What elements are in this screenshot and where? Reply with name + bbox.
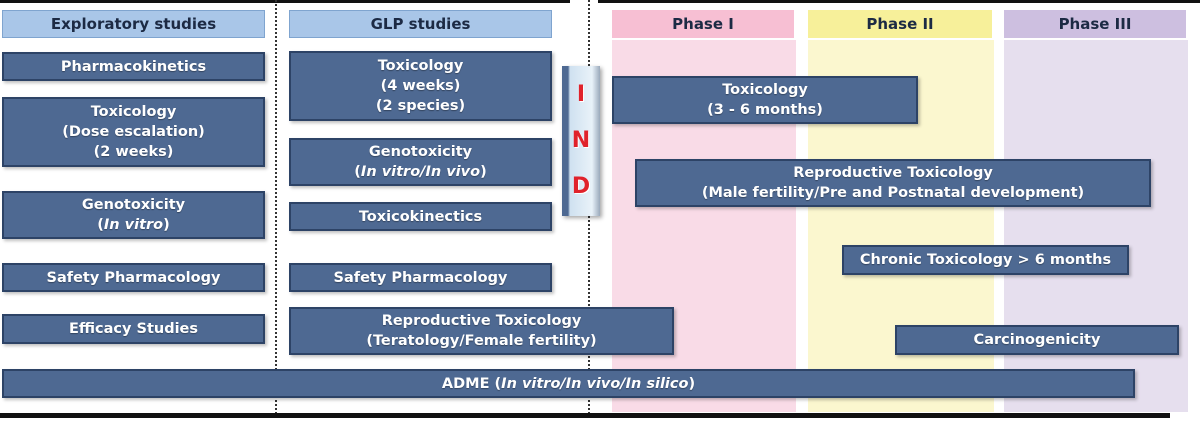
clinical-chronic-toxicology: Chronic Toxicology > 6 months xyxy=(842,245,1129,275)
box-label: (Male fertility/Pre and Postnatal develo… xyxy=(701,185,1085,201)
box-label: (2 species) xyxy=(375,98,466,114)
ind-letter: I xyxy=(576,82,586,107)
box-label: Reproductive Toxicology xyxy=(381,313,582,329)
ind-letter: N xyxy=(571,128,591,153)
box-label: (In vitro/In vivo) xyxy=(354,164,487,180)
exp-toxicology: Toxicology (Dose escalation) (2 weeks) xyxy=(2,97,265,167)
box-label: Reproductive Toxicology xyxy=(793,165,993,181)
glp-genotoxicity: Genotoxicity (In vitro/In vivo) xyxy=(289,138,552,186)
column-divider xyxy=(275,0,277,418)
box-label: Toxicology xyxy=(90,104,177,120)
header-glp: GLP studies xyxy=(289,10,552,38)
box-label: Safety Pharmacology xyxy=(46,269,221,286)
box-label: (2 weeks) xyxy=(93,144,174,160)
top-rule xyxy=(598,0,1200,3)
glp-reproductive-toxicology: Reproductive Toxicology (Teratology/Fema… xyxy=(289,307,674,355)
box-label: (3 - 6 months) xyxy=(707,102,823,118)
glp-toxicokinetics: Toxicokinectics xyxy=(289,202,552,231)
ind-letter: D xyxy=(571,174,591,199)
clinical-carcinogenicity: Carcinogenicity xyxy=(895,325,1179,355)
header-exploratory: Exploratory studies xyxy=(2,10,265,38)
box-label: Genotoxicity xyxy=(368,144,473,160)
box-label: ADME (In vitro/In vivo/In silico) xyxy=(441,375,696,392)
timeline-axis xyxy=(0,413,1170,418)
adme-bar: ADME (In vitro/In vivo/In silico) xyxy=(2,369,1135,398)
glp-toxicology: Toxicology (4 weeks) (2 species) xyxy=(289,51,552,121)
box-label: Carcinogenicity xyxy=(973,332,1101,348)
box-label: Genotoxicity xyxy=(81,197,186,213)
box-label: Toxicology xyxy=(377,58,464,74)
box-label: (4 weeks) xyxy=(380,78,461,94)
exp-safety-pharmacology: Safety Pharmacology xyxy=(2,263,265,292)
box-label: Toxicokinectics xyxy=(358,208,483,225)
box-label: (Teratology/Female fertility) xyxy=(366,333,597,349)
glp-safety-pharmacology: Safety Pharmacology xyxy=(289,263,552,292)
exp-pharmacokinetics: Pharmacokinetics xyxy=(2,52,265,81)
exp-efficacy-studies: Efficacy Studies xyxy=(2,314,265,344)
header-phase1: Phase I xyxy=(612,10,794,38)
header-phase3: Phase III xyxy=(1004,10,1186,38)
clinical-reproductive-toxicology: Reproductive Toxicology (Male fertility/… xyxy=(635,159,1151,207)
clinical-toxicology: Toxicology (3 - 6 months) xyxy=(612,76,918,124)
box-label: Pharmacokinetics xyxy=(60,58,207,75)
top-rule xyxy=(0,0,570,3)
box-label: (In vitro) xyxy=(97,217,170,233)
phase3-band xyxy=(1004,40,1188,412)
box-label: Toxicology xyxy=(722,82,808,98)
exp-genotoxicity: Genotoxicity (In vitro) xyxy=(2,191,265,239)
box-label: Chronic Toxicology > 6 months xyxy=(859,252,1112,268)
box-label: (Dose escalation) xyxy=(62,124,205,140)
box-label: Efficacy Studies xyxy=(68,321,199,337)
ind-marker: I N D xyxy=(562,66,600,216)
header-phase2: Phase II xyxy=(808,10,992,38)
box-label: Safety Pharmacology xyxy=(333,269,508,286)
